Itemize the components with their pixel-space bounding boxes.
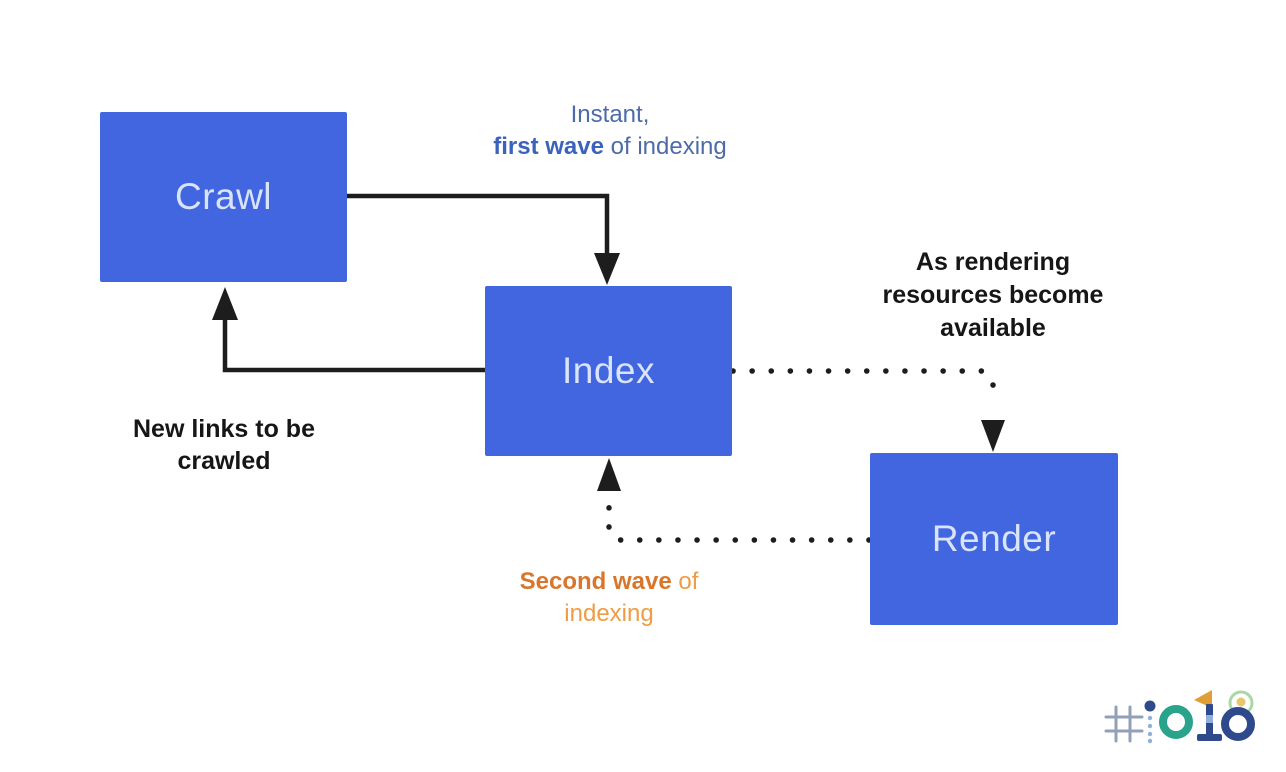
node-render-label: Render [931,518,1057,559]
label-first-wave: Instant, first wave of indexing [450,99,770,163]
label-second-wave-rest: of indexing [564,568,699,627]
io18-eight-icon [1221,690,1255,741]
io18-i-icon [1144,700,1156,744]
arrow-crawl-to-index [347,193,620,285]
io18-hash-icon [1104,705,1144,743]
arrow-index-to-crawl [212,287,485,373]
io18-one-icon [1194,690,1222,741]
label-first-wave-bold: first wave [493,133,604,160]
label-new-links: New links to be crawled [133,415,315,475]
label-first-wave-line2: first wave of indexing [450,131,770,163]
label-second-wave-bold: Second wave [519,568,672,595]
io18-o-icon [1159,705,1193,739]
label-first-wave-rest: of indexing [603,133,727,160]
arrow-index-to-render [730,368,1005,452]
arrow-render-to-index [597,458,872,543]
node-index-label: Index [561,350,655,391]
io18-logo [1104,690,1255,744]
label-first-wave-line1: Instant, [570,101,650,128]
node-crawl: Crawl [100,112,347,282]
label-as-rendering: As rendering resources become available [882,248,1104,342]
node-crawl-label: Crawl [174,176,273,217]
node-render: Render [870,453,1118,625]
node-index: Index [485,286,732,456]
label-second-wave: Second wave of indexing [499,566,719,630]
